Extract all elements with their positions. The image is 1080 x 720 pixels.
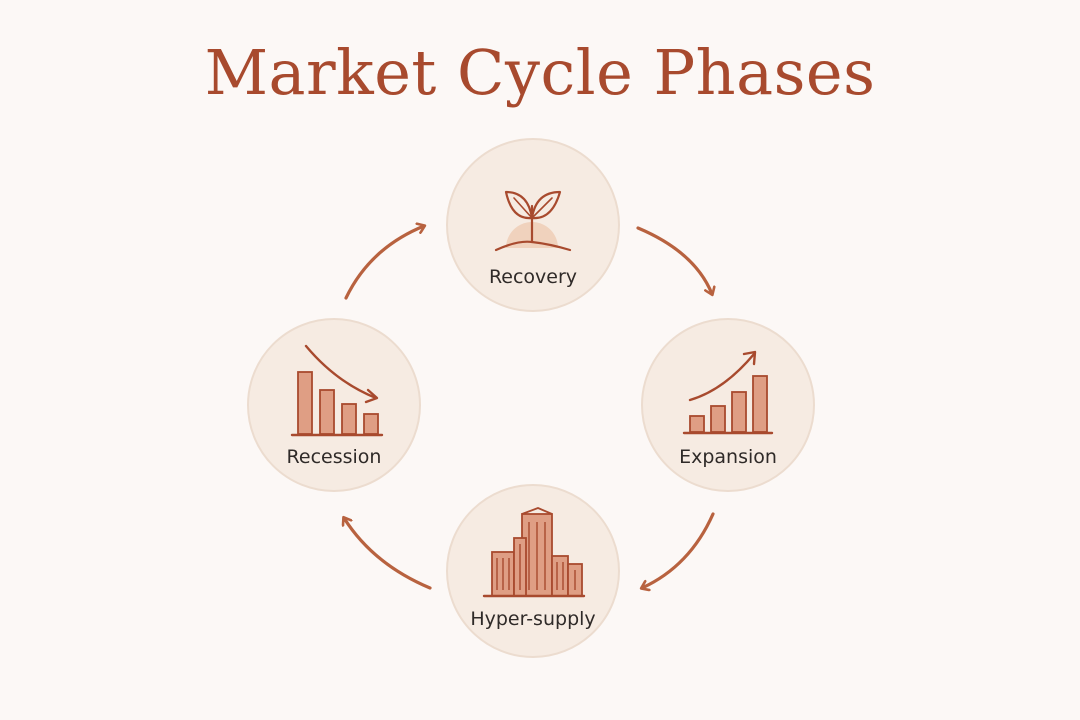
phase-recession: Recession (247, 318, 421, 492)
falling-bar-chart-icon (249, 342, 419, 438)
arrow-expansion-to-hypersupply (642, 512, 715, 588)
page-title: Market Cycle Phases (204, 36, 876, 109)
phase-label-recovery: Recovery (488, 266, 578, 288)
sprout-icon (448, 178, 618, 254)
phase-hypersupply: Hyper-supply (446, 484, 620, 658)
buildings-icon (448, 506, 618, 600)
phase-label-expansion: Expansion (679, 446, 777, 468)
arrow-recession-to-recovery (344, 226, 424, 300)
arrow-hypersupply-to-recession (344, 518, 432, 590)
arrow-recovery-to-expansion (636, 226, 712, 294)
phase-label-recession: Recession (286, 446, 382, 468)
phase-label-hypersupply: Hyper-supply (470, 608, 596, 630)
phase-expansion: Expansion (641, 318, 815, 492)
rising-bar-chart-icon (643, 344, 813, 436)
phase-recovery: Recovery (446, 138, 620, 312)
